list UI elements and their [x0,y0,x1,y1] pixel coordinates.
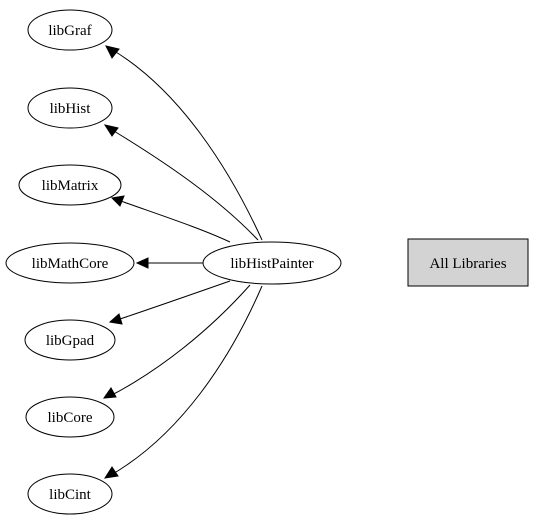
all-libraries-label: All Libraries [429,256,506,272]
arrow-libCore [102,387,117,399]
arrow-libGraf [105,45,120,59]
node-libMathCore[interactable]: libMathCore [5,242,135,284]
node-label-libMatrix: libMatrix [42,178,99,194]
node-libHistPainter[interactable]: libHistPainter [202,241,342,285]
node-label-libCint: libCint [49,487,92,503]
node-libMatrix[interactable]: libMatrix [18,164,122,206]
node-label-libCore: libCore [48,410,93,426]
dependency-nodes: libGraf libHist libMatrix libMathCore li… [5,9,135,515]
edge-libCint [110,285,263,476]
edges [102,45,263,479]
arrow-libMathCore [135,257,149,269]
edge-libHist [108,127,259,241]
all-libraries-link[interactable]: All Libraries [407,238,529,287]
arrow-libGpad [108,313,123,325]
edge-libMatrix [117,199,231,243]
edge-libCore [109,284,251,397]
edge-libGpad [116,280,231,321]
node-label-libHistPainter: libHistPainter [230,256,313,272]
arrow-libHist [103,124,119,137]
node-libGpad[interactable]: libGpad [24,319,116,361]
node-label-libHist: libHist [50,101,92,117]
edge-libGraf [110,48,263,241]
node-libCore[interactable]: libCore [25,396,115,438]
arrow-libMatrix [110,195,125,207]
node-libHist[interactable]: libHist [27,87,113,129]
arrow-libCint [103,466,119,479]
node-libCint[interactable]: libCint [27,473,113,515]
node-label-libGraf: libGraf [48,23,91,39]
all-libraries-box [407,238,529,287]
node-label-libGpad: libGpad [46,333,95,349]
node-label-libMathCore: libMathCore [32,256,109,272]
node-libGraf[interactable]: libGraf [27,9,113,51]
